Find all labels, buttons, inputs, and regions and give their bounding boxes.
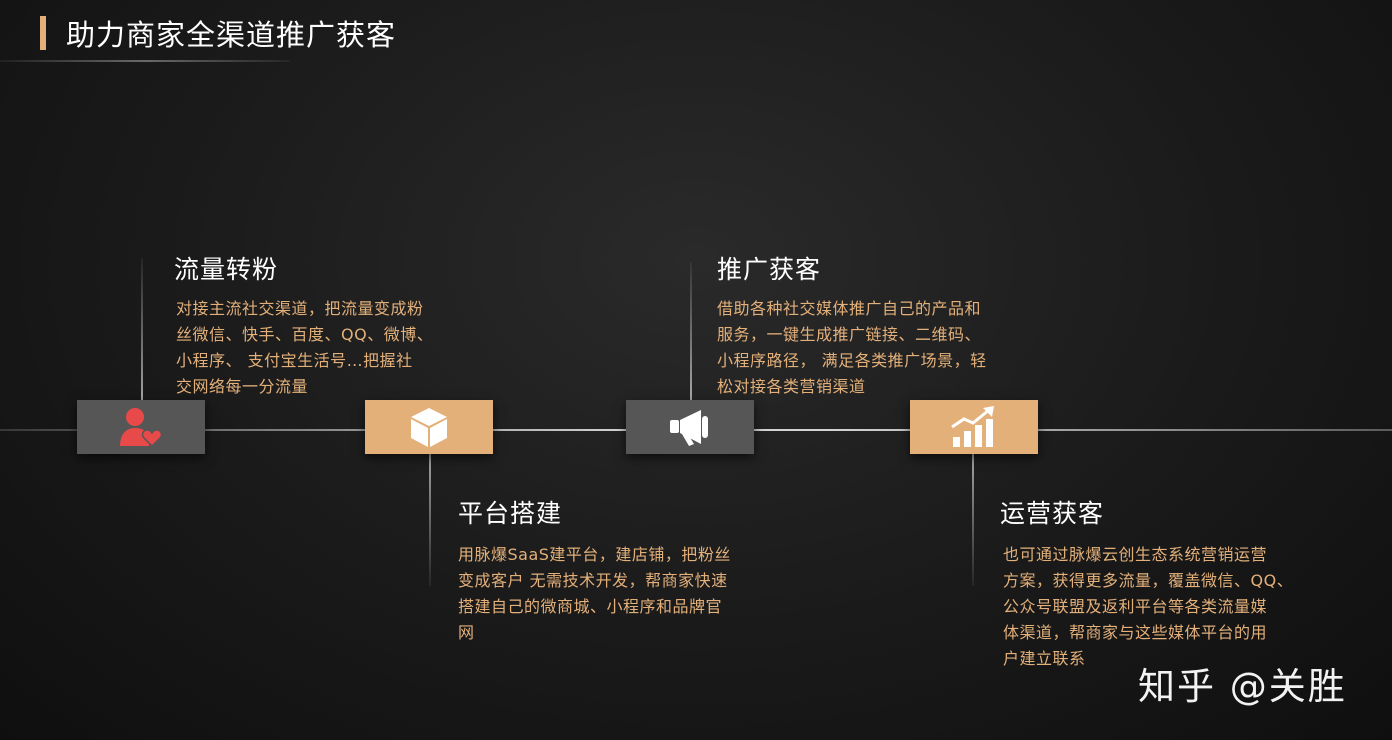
connector-step-2: [429, 454, 431, 586]
step-title-promotion: 推广获客: [717, 255, 822, 284]
title-underline: [0, 60, 290, 62]
page-title: 助力商家全渠道推广获客: [66, 18, 397, 52]
step-title-operation: 运营获客: [1000, 499, 1105, 528]
step-box-operation: [910, 400, 1038, 454]
step-box-traffic-to-fans: [77, 400, 205, 454]
step-desc-promotion: 借助各种社交媒体推广自己的产品和 服务，一键生成推广链接、二维码、 小程序路径，…: [717, 299, 987, 396]
step-desc-operation: 也可通过脉爆云创生态系统营销运营 方案，获得更多流量，覆盖微信、QQ、 公众号联…: [1003, 545, 1294, 668]
connector-step-3: [690, 262, 692, 400]
step-desc-traffic-to-fans: 对接主流社交渠道，把流量变成粉 丝微信、快手、百度、QQ、微博、 小程序、 支付…: [176, 299, 434, 396]
watermark: 知乎 @关胜: [1138, 665, 1347, 708]
step-title-traffic-to-fans: 流量转粉: [174, 255, 279, 284]
step-title-platform-build: 平台搭建: [458, 499, 563, 528]
step-box-promotion: [626, 400, 754, 454]
step-box-platform-build: [365, 400, 493, 454]
growth-chart-icon: [951, 406, 994, 447]
connector-step-4: [972, 454, 974, 586]
user-heart-icon: [120, 408, 163, 448]
cube-icon: [411, 408, 447, 447]
connector-step-1: [141, 258, 143, 400]
step-desc-platform-build: 用脉爆SaaS建平台，建店铺，把粉丝 变成客户 无需技术开发，帮商家快速 搭建自…: [458, 545, 731, 642]
megaphone-icon: [670, 410, 708, 446]
title-accent-bar: [40, 16, 46, 50]
